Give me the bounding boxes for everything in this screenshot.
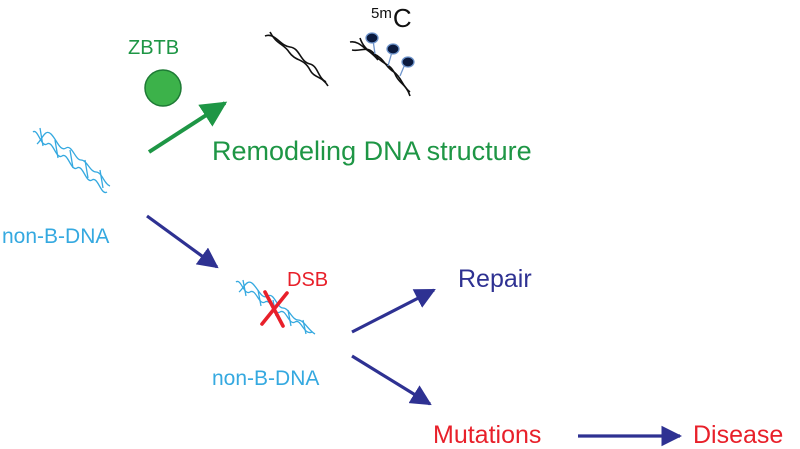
- non-b-dna-label-top: non-B-DNA: [2, 225, 110, 248]
- mutations-label: Mutations: [433, 421, 542, 449]
- zbtb-protein-icon: [144, 69, 182, 107]
- arrow-to-remodeling: [147, 101, 228, 154]
- methyl-letter: C: [392, 3, 412, 33]
- non-b-dna-label-bottom: non-B-DNA: [212, 367, 320, 390]
- disease-label: Disease: [693, 421, 784, 449]
- zbtb-label: ZBTB: [128, 37, 180, 59]
- arrow-to-repair: [351, 288, 436, 334]
- remodeling-label: Remodeling DNA structure: [212, 136, 532, 166]
- arrow-to-mutations: [351, 354, 432, 406]
- dsb-label: DSB: [287, 269, 329, 291]
- dna-helix-icon: [264, 31, 329, 87]
- methyl-superscript: 5m: [371, 5, 392, 22]
- non-b-dna-helix-icon: [32, 127, 111, 194]
- repair-label: Repair: [458, 265, 532, 293]
- methylated-dna-icon: [349, 32, 415, 97]
- arrow-to-dsb: [146, 214, 219, 269]
- red-x-cross-icon: [260, 290, 289, 328]
- methylcytosine-label: 5mC: [371, 5, 412, 31]
